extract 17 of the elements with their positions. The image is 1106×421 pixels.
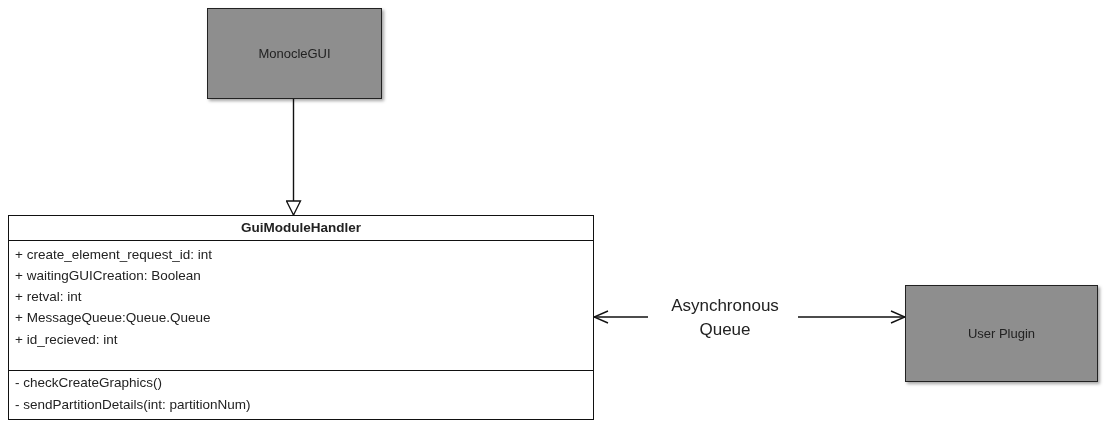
- class-name: GuiModuleHandler: [240, 219, 362, 237]
- attribute-text: + id_recieved: int: [15, 331, 118, 349]
- attribute-text: + waitingGUICreation: Boolean: [15, 267, 201, 285]
- attribute-text: + MessageQueue:Queue.Queue: [15, 309, 211, 327]
- method-text: - checkCreateGraphics(): [15, 374, 163, 392]
- arrow: [593, 310, 649, 324]
- method-text: - sendPartitionDetails(int: partitionNum): [15, 396, 251, 414]
- attribute-text: + retval: int: [15, 288, 82, 306]
- arrow: [797, 310, 906, 324]
- class-box: [905, 285, 1098, 382]
- generalization-arrow: [285, 98, 302, 216]
- attribute-text: + create_element_request_id: int: [15, 246, 212, 264]
- class-name: MonocleGUI: [258, 46, 331, 61]
- class-box: [207, 8, 382, 99]
- class-name: User Plugin: [967, 326, 1036, 341]
- queue-text: Asynchronous Queue: [670, 295, 780, 341]
- class-box: [8, 215, 594, 420]
